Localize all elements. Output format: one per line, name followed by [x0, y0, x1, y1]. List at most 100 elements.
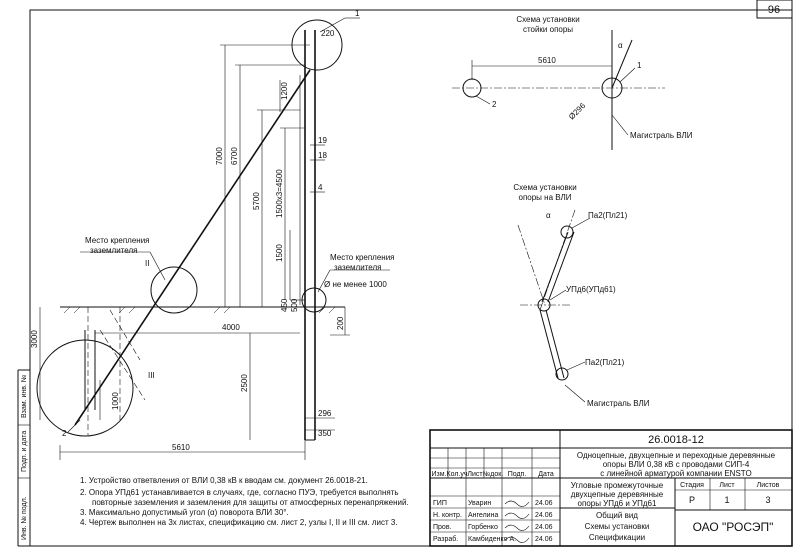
node-ii: II	[145, 259, 149, 268]
min-depth-note: Ø не менее 1000	[324, 280, 387, 289]
name-4: Камбиденко А.	[468, 535, 516, 543]
side-strip: Инв. № подл. Подп. и дата Взам. инв. №	[17, 369, 30, 547]
note-2a: 2. Опора УПд61 устанавливается в случаях…	[80, 488, 399, 497]
dim-3000: 3000	[30, 330, 39, 348]
dim-1200: 1200	[280, 82, 289, 100]
pole-dim-5610: 5610	[538, 56, 556, 65]
company-name: ОАО "РОСЭП"	[693, 520, 774, 534]
signature-2	[504, 512, 530, 519]
name-1: Уварин	[468, 500, 491, 507]
mount-right-line2: заземлителя	[334, 263, 381, 272]
pole-num1: 1	[637, 61, 642, 70]
mount-left-line1: Место крепления	[85, 236, 150, 245]
pole-scheme-title1: Схема установки	[516, 15, 579, 24]
dim-5610: 5610	[172, 443, 190, 452]
sheet-number-box	[756, 0, 793, 19]
sheet-title-2: двухцепные деревянные	[571, 490, 664, 499]
hdr-date: Дата	[538, 471, 554, 478]
callout-18: 18	[318, 151, 327, 160]
title-block: 26.0018-12 Одноцепные, двухцепные и пере…	[429, 429, 793, 547]
role-prov: Пров.	[433, 524, 452, 531]
date-1: 24.06	[535, 500, 553, 507]
detail-circle-ii	[150, 266, 198, 314]
vli-p2: УПд6(УПд61)	[566, 285, 616, 294]
description-2: опоры ВЛИ 0,38 кВ с проводами СИП-4	[603, 460, 750, 469]
dim-4000: 4000	[222, 323, 240, 332]
dim-2500: 2500	[240, 374, 249, 392]
role-nkontr: Н. контр.	[433, 512, 462, 519]
dim-220: 220	[321, 29, 335, 38]
pole-dia: Ø296	[567, 101, 588, 122]
dim-1000: 1000	[111, 392, 120, 410]
pole-scheme: Схема установки стойки опоры 5610 α Ø296…	[452, 15, 693, 150]
hdr-kol: Кол.уч	[447, 471, 468, 478]
sheets-value: 3	[765, 495, 770, 505]
dim-5700: 5700	[252, 192, 261, 210]
vli-alpha: α	[546, 211, 551, 220]
callout-19: 19	[318, 136, 327, 145]
vli-pole-top	[560, 225, 574, 239]
side-label-replace: Взам. инв. №	[21, 375, 28, 418]
mount-left-line2: заземлителя	[90, 246, 137, 255]
sheet-number: 96	[768, 4, 780, 16]
date-4: 24.06	[535, 536, 553, 543]
pole-scheme-title2: стойки опоры	[523, 25, 573, 34]
sheet-value: 1	[724, 495, 729, 505]
brace	[74, 69, 311, 426]
notes: 1. Устройство ответвления от ВЛИ 0,38 кВ…	[80, 476, 409, 527]
sheet-label: Лист	[719, 482, 735, 489]
note-4: 4. Чертеж выполнен на 3х листах, специфи…	[80, 518, 398, 527]
note-1: 1. Устройство ответвления от ВЛИ 0,38 кВ…	[80, 476, 368, 485]
detail-circle-iii	[36, 339, 134, 437]
sheets-label: Листов	[757, 482, 780, 489]
pole-mainline-label: Магистраль ВЛИ	[630, 131, 693, 140]
dim-1500: 1500	[275, 244, 284, 262]
vli-pole-bottom	[555, 367, 569, 381]
dim-6700: 6700	[230, 147, 239, 165]
callout-1: 1	[355, 9, 360, 18]
pole-num2: 2	[492, 100, 497, 109]
side-label-inv: Инв. № подл.	[21, 496, 28, 540]
hdr-doc: №док.	[483, 471, 504, 478]
note-3: 3. Максимально допустимый угол (α) повор…	[80, 508, 289, 517]
hdr-list: Лист	[467, 471, 483, 478]
date-3: 24.06	[535, 524, 553, 531]
side-label-sign: Подп. и дата	[21, 431, 28, 472]
sheet-title-3: опоры УПд6 и УПд61	[578, 499, 657, 508]
note-2b: повторные заземления и заземления для за…	[92, 498, 409, 507]
sub-title-1: Общий вид	[596, 511, 638, 520]
sheet-frame	[29, 9, 793, 547]
hdr-sign: Подп.	[508, 471, 527, 478]
vli-p1: Па2(Пл21)	[588, 211, 628, 220]
sub-title-3: Спецификации	[589, 533, 645, 542]
dim-200: 200	[336, 316, 345, 330]
dim-450: 450	[280, 298, 289, 312]
name-3: Горбенко	[468, 523, 498, 531]
sheet-title-1: Угловые промежуточные	[571, 481, 664, 490]
vli-mainline-label: Магистраль ВЛИ	[587, 399, 650, 408]
vli-scheme-title2: опоры на ВЛИ	[519, 193, 572, 202]
vli-scheme: Схема установки опоры на ВЛИ α Па2(Пл21)…	[513, 183, 649, 408]
dim-500: 500	[290, 298, 299, 312]
role-razrab: Разраб.	[433, 535, 458, 543]
vli-p3: Па2(Пл21)	[585, 358, 625, 367]
signature-1	[504, 500, 530, 507]
description-1: Одноцепные, двухцепные и переходные дере…	[577, 451, 776, 460]
mount-right-line1: Место крепления	[330, 253, 395, 262]
date-2: 24.06	[535, 512, 553, 519]
sub-title-2: Схемы установки	[585, 522, 650, 531]
dim-1500x3: 1500х3=4500	[275, 169, 284, 218]
dim-7000: 7000	[215, 147, 224, 165]
pole-alpha: α	[618, 41, 623, 50]
signature-4	[504, 536, 530, 543]
description-3: с линейной арматурой компании ENSTO	[600, 469, 752, 478]
callout-4: 4	[318, 183, 323, 192]
stage-value: Р	[689, 495, 695, 505]
elevation-view: 220 1 1200 7000 6700 5700 1500х3=4500 15…	[30, 9, 395, 460]
node-iii: III	[148, 371, 155, 380]
dim-350: 350	[318, 429, 332, 438]
role-gip: ГИП	[433, 500, 447, 507]
doc-code: 26.0018-12	[648, 434, 704, 446]
vli-scheme-title1: Схема установки	[513, 183, 576, 192]
